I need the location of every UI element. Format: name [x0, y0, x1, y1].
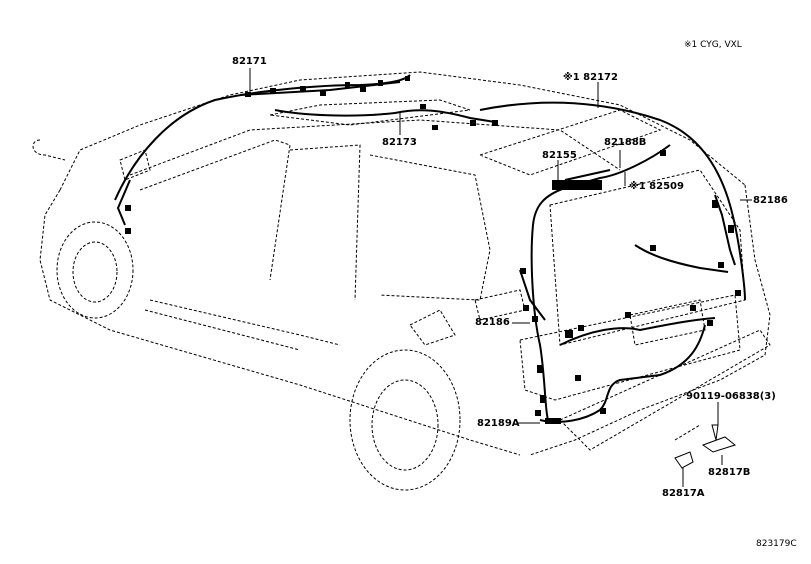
part-label-82189a: 82189A [477, 418, 520, 429]
variant-note: ※1 CYG, VXL [684, 40, 742, 50]
illustration-code: 823179C [756, 539, 797, 549]
part-label-82817a: 82817A [662, 488, 705, 499]
part-label-82188b: 82188B [604, 137, 647, 148]
part-label-90119-06838: 90119-06838(3) [686, 391, 776, 402]
part-label-82186-right: 82186 [753, 195, 788, 206]
part-label-82186-left: 82186 [475, 317, 510, 328]
part-label-82155: 82155 [542, 150, 577, 161]
part-label-82172: ※1 82172 [563, 72, 618, 83]
part-label-82509: ※1 82509 [629, 181, 684, 192]
part-label-82171: 82171 [232, 56, 267, 67]
part-label-82817b: 82817B [708, 467, 751, 478]
part-label-82173: 82173 [382, 137, 417, 148]
